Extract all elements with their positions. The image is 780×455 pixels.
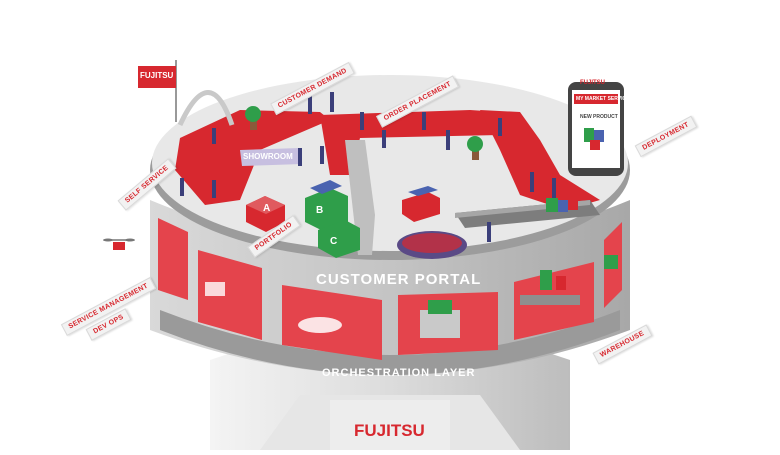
phone-line-2: NEW PRODUCT	[580, 114, 618, 120]
drone-icon	[103, 238, 135, 250]
people-figures	[180, 92, 556, 242]
showroom-box	[240, 148, 302, 166]
flag-icon	[138, 60, 177, 122]
customer-portal-title: CUSTOMER PORTAL	[316, 271, 482, 288]
box-a-label: A	[263, 203, 271, 214]
room-windows	[158, 218, 622, 360]
center-cube	[402, 186, 440, 222]
box-c-label: C	[330, 236, 338, 247]
conveyor-icon	[455, 198, 600, 228]
showroom-label: SHOWROOM	[243, 152, 293, 161]
fujitsu-logo: FUJITSU	[354, 421, 425, 440]
flag-logo: FUJITSU	[140, 71, 174, 80]
entrance-arch	[177, 90, 235, 127]
box-b-label: B	[316, 205, 324, 216]
phone-icon	[568, 82, 624, 176]
plant-icon	[245, 106, 483, 160]
phone-line-1: MY MARKET SERVICES	[576, 96, 633, 102]
portfolio-blocks	[246, 180, 360, 258]
orchestration-layer-title: ORCHESTRATION LAYER	[322, 367, 476, 379]
phone-logo: FUJITSU	[580, 80, 606, 86]
